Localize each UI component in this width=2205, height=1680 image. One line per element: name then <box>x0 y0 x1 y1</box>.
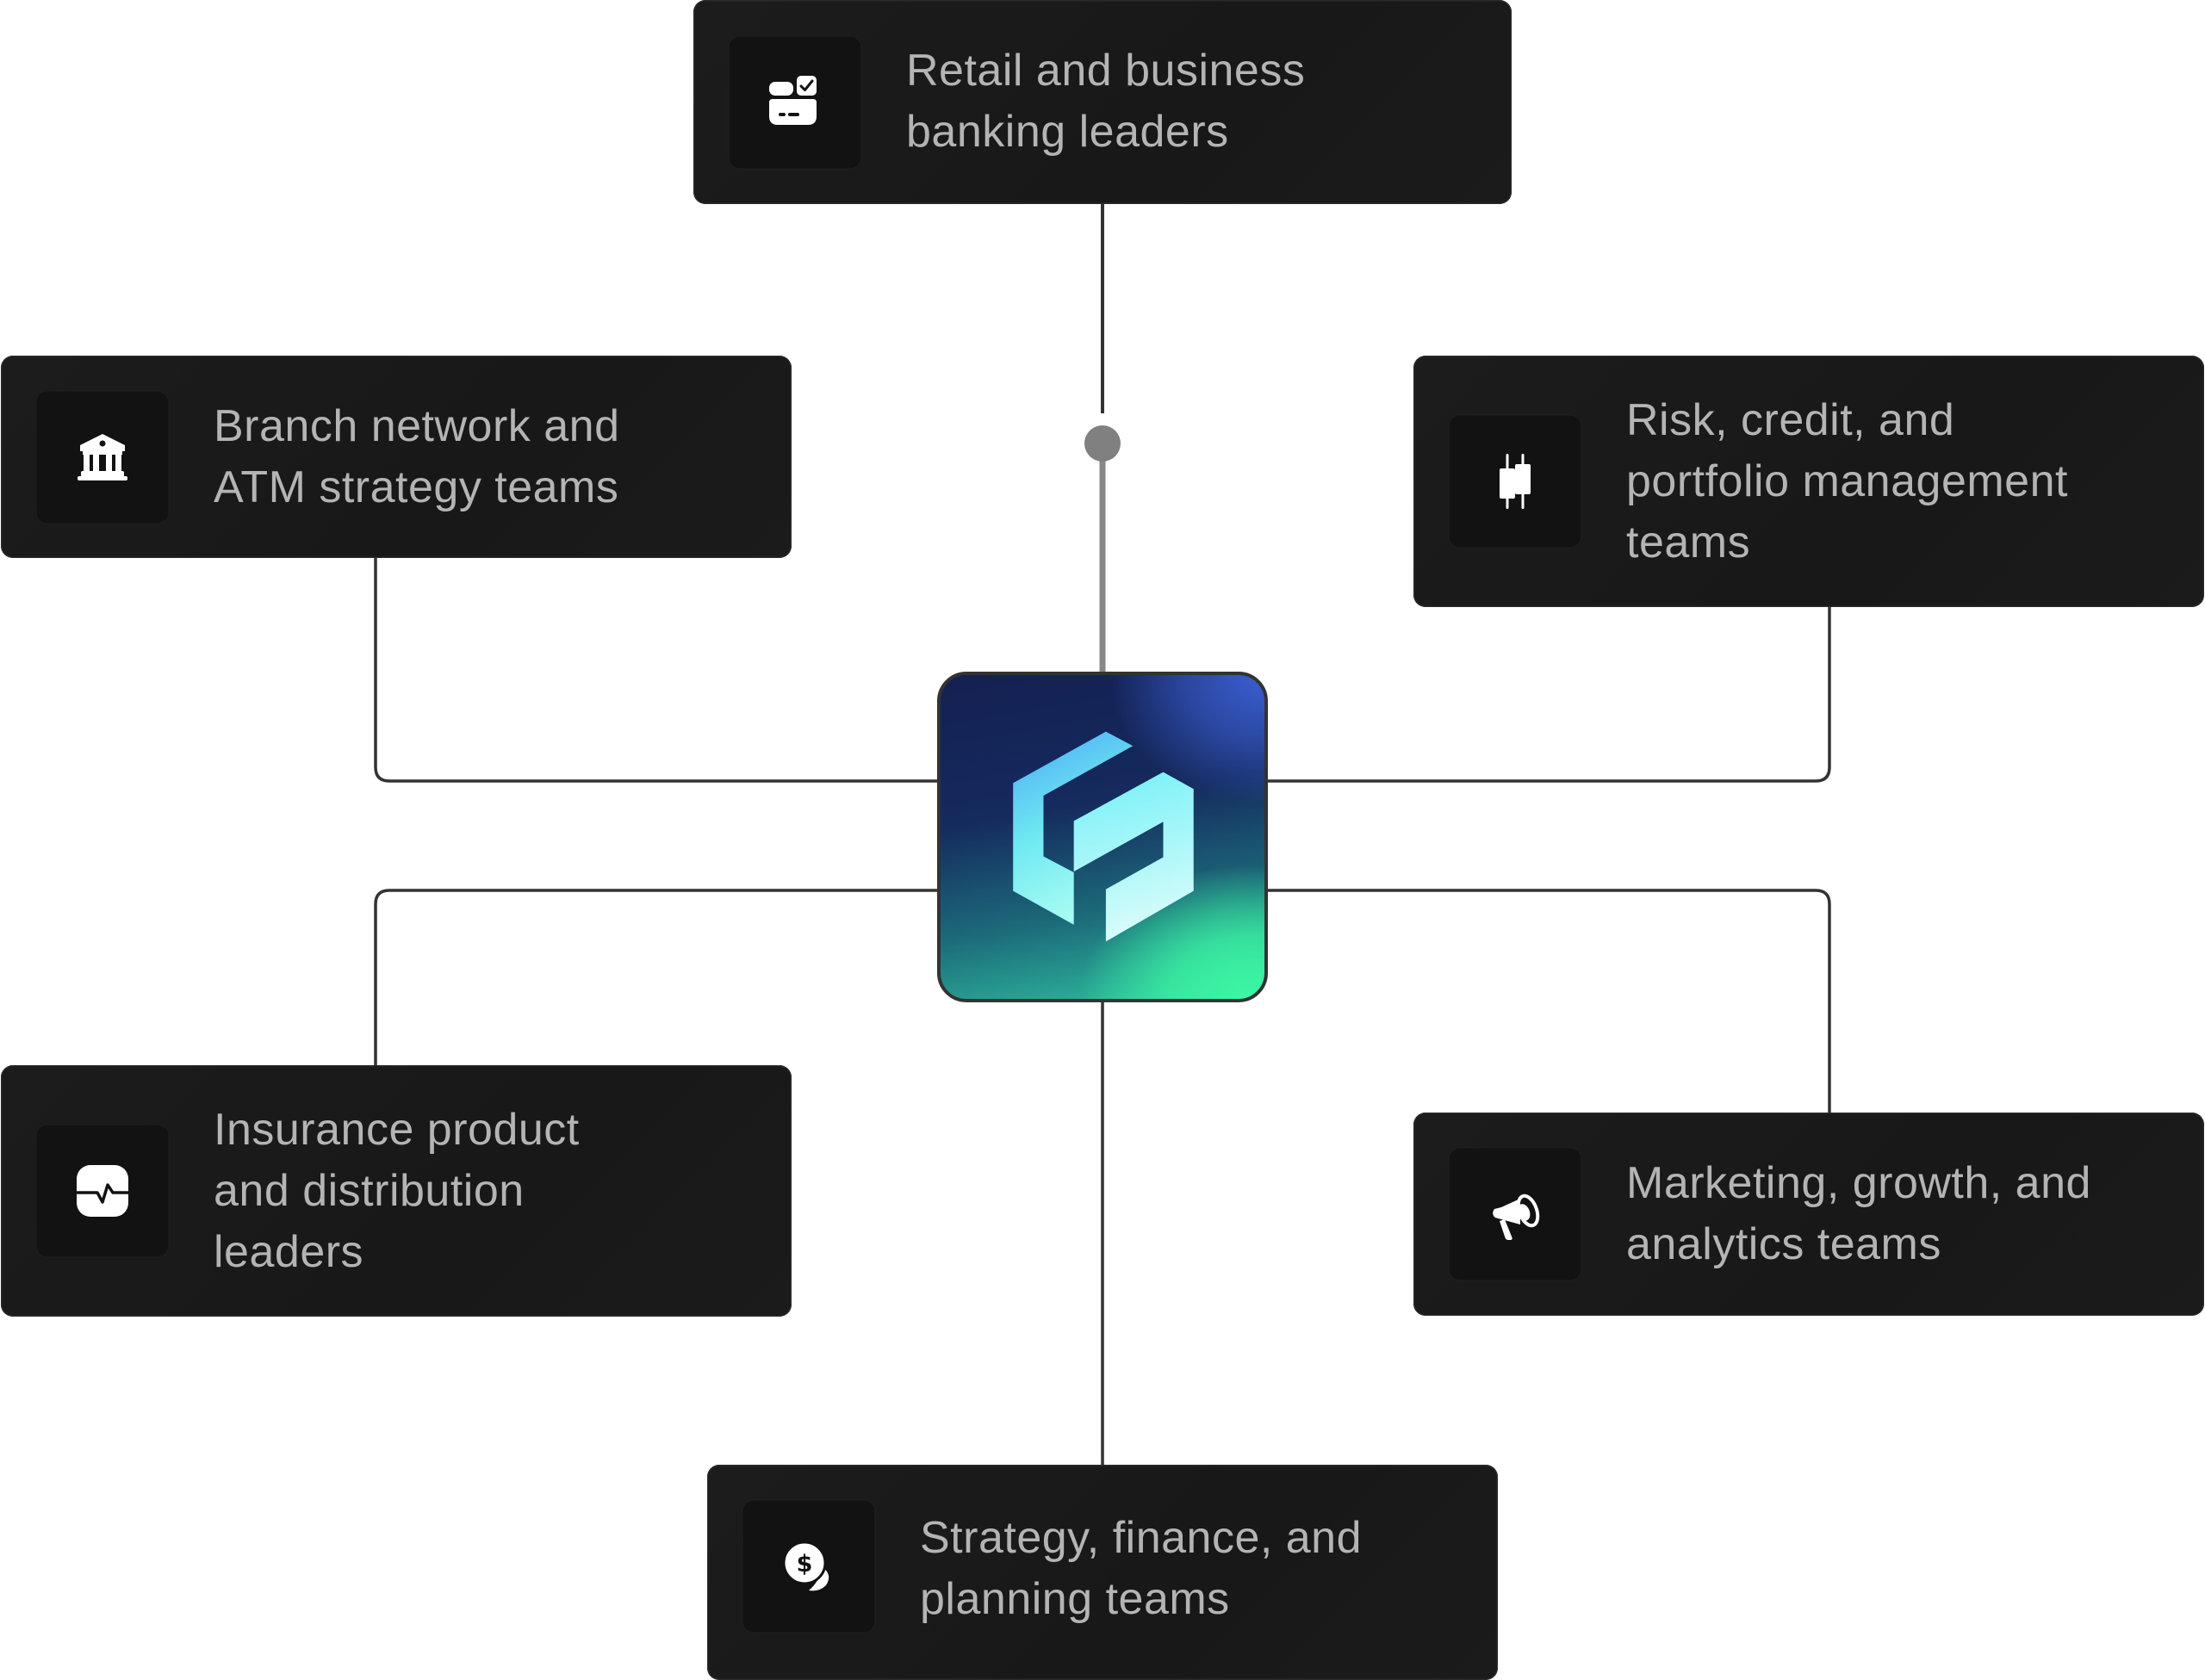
connector-branch <box>374 558 939 783</box>
megaphone-icon <box>1493 1193 1540 1240</box>
node-card-retail[interactable]: Retail and business banking leaders <box>693 0 1512 204</box>
hexagon-logo-icon <box>1013 731 1194 942</box>
node-label: Retail and business banking leaders <box>906 46 1306 157</box>
icon-box: $ <box>742 1499 876 1634</box>
node-card-marketing[interactable]: Marketing, growth, and analytics teams <box>1413 1113 2204 1316</box>
candlestick-chart-icon <box>1500 454 1531 509</box>
card-check-icon <box>769 76 817 125</box>
node-label: Branch network and ATM strategy teams <box>214 400 620 512</box>
connector-marketing <box>1266 889 1831 1113</box>
hub-logo[interactable] <box>937 672 1268 1002</box>
node-card-insurance[interactable]: Insurance product and distribution leade… <box>1 1065 792 1317</box>
node-card-risk[interactable]: Risk, credit, and portfolio management t… <box>1413 356 2204 607</box>
node-label: Insurance product and distribution leade… <box>214 1104 580 1277</box>
icon-box <box>35 1124 170 1258</box>
node-label: Risk, credit, and portfolio management t… <box>1626 394 2068 567</box>
icon-box <box>1448 414 1582 549</box>
node-label: Strategy, finance, and planning teams <box>920 1513 1363 1624</box>
node-card-strategy[interactable]: $ Strategy, finance, and planning teams <box>707 1465 1498 1680</box>
icon-box <box>35 389 170 524</box>
connector-progress-dot[interactable] <box>1084 425 1121 462</box>
bank-building-icon <box>78 433 127 480</box>
coins-dollar-icon: $ <box>782 1541 829 1591</box>
connector-insurance <box>374 889 939 1065</box>
pulse-monitor-icon <box>75 1165 130 1217</box>
svg-text:$: $ <box>797 1551 813 1578</box>
node-label: Marketing, growth, and analytics teams <box>1626 1158 2091 1269</box>
node-card-branch[interactable]: Branch network and ATM strategy teams <box>1 356 792 558</box>
icon-box <box>728 35 862 170</box>
connector-risk <box>1266 607 1831 783</box>
icon-box <box>1448 1147 1582 1281</box>
